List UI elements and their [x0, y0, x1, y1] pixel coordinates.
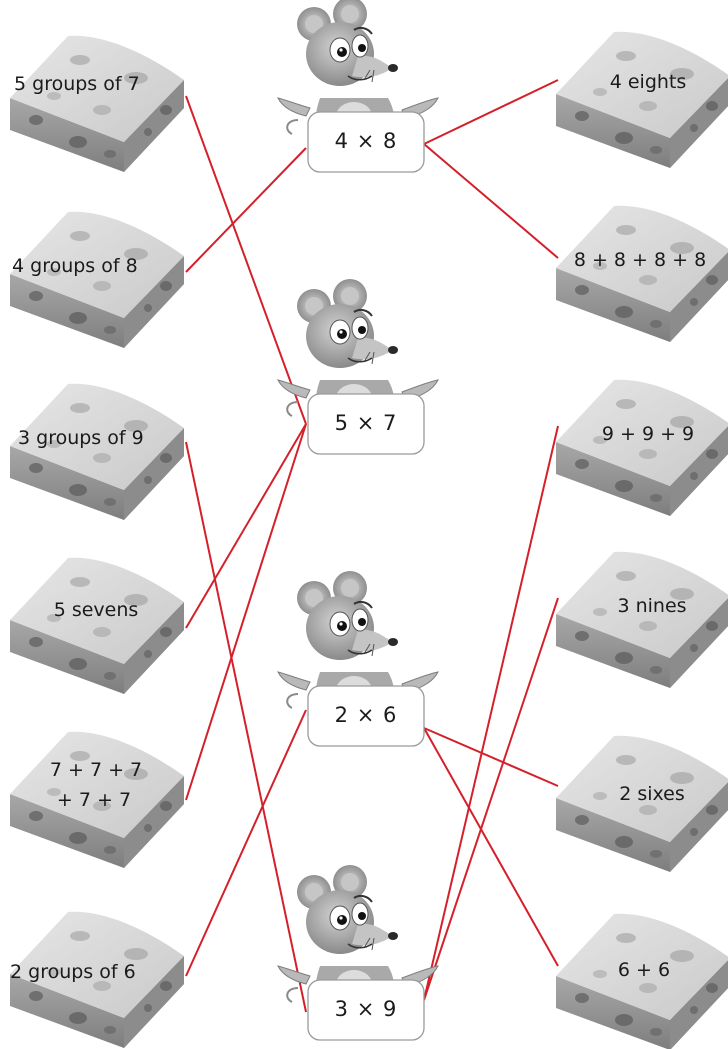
cheese-card: 4 eights	[556, 31, 728, 168]
expression-box	[307, 979, 425, 1041]
cheese-label: + 7 + 7	[57, 789, 131, 811]
connector-line	[185, 95, 307, 425]
cheese-label: 7 + 7 + 7	[50, 759, 142, 781]
mice: 4 × 8 5 × 7 2 × 6 3 × 9	[277, 0, 439, 1041]
connector-line	[423, 597, 559, 1001]
expression-box	[307, 393, 425, 455]
connector-line	[423, 143, 559, 259]
expression-label: 2 × 6	[335, 703, 398, 727]
cheese-label: 9 + 9 + 9	[602, 423, 694, 445]
expression-label: 4 × 8	[335, 129, 398, 153]
expression-label: 3 × 9	[335, 997, 398, 1021]
connector-line	[185, 147, 307, 273]
cheese-label: 3 nines	[617, 595, 686, 617]
mouse-card: 5 × 7	[277, 278, 439, 455]
cheese-label: 4 groups of 8	[12, 255, 138, 277]
cheese-card: 3 groups of 9	[10, 383, 184, 520]
connector-line	[423, 425, 559, 1001]
cheese-label: 2 sixes	[619, 783, 685, 805]
cheese-label: 8 + 8 + 8 + 8	[574, 249, 706, 271]
cheese-card: 4 groups of 8	[10, 211, 184, 348]
expression-box	[307, 685, 425, 747]
connector-line	[185, 441, 307, 1013]
connector-line	[423, 79, 559, 145]
mouse-card: 2 × 6	[277, 570, 439, 747]
cheese-card: 6 + 6	[556, 913, 728, 1049]
cheese-card: 5 groups of 7	[10, 35, 184, 172]
cheese-label: 5 sevens	[54, 599, 139, 621]
cheese-card: 7 + 7 + 7 + 7 + 7	[10, 731, 184, 868]
connector-line	[185, 423, 307, 801]
expression-box	[307, 111, 425, 173]
cheese-label: 5 groups of 7	[14, 73, 140, 95]
cheese-label: 3 groups of 9	[18, 427, 144, 449]
cheese-card: 9 + 9 + 9	[556, 379, 728, 516]
connector-line	[185, 709, 307, 977]
cheese-card: 2 groups of 6	[10, 911, 184, 1048]
left-cheeses: 5 groups of 7 4 groups of 8 3 groups of …	[10, 35, 184, 1048]
right-cheeses: 4 eights 8 + 8 + 8 + 8 9 + 9 + 9 3 nines…	[556, 31, 728, 1049]
cheese-label: 2 groups of 6	[10, 961, 136, 983]
connector-line	[423, 727, 559, 967]
cheese-card: 2 sixes	[556, 735, 728, 872]
cheese-card: 3 nines	[556, 551, 728, 688]
expression-label: 5 × 7	[335, 411, 398, 435]
mouse-card: 4 × 8	[277, 0, 439, 173]
cheese-label: 4 eights	[610, 71, 687, 93]
connector-line	[185, 423, 307, 629]
connector-lines	[185, 79, 559, 1013]
cheese-card: 8 + 8 + 8 + 8	[556, 205, 728, 342]
cheese-card: 5 sevens	[10, 557, 184, 694]
connector-line	[423, 727, 559, 787]
mouse-card: 3 × 9	[277, 864, 439, 1041]
cheese-label: 6 + 6	[618, 959, 670, 981]
